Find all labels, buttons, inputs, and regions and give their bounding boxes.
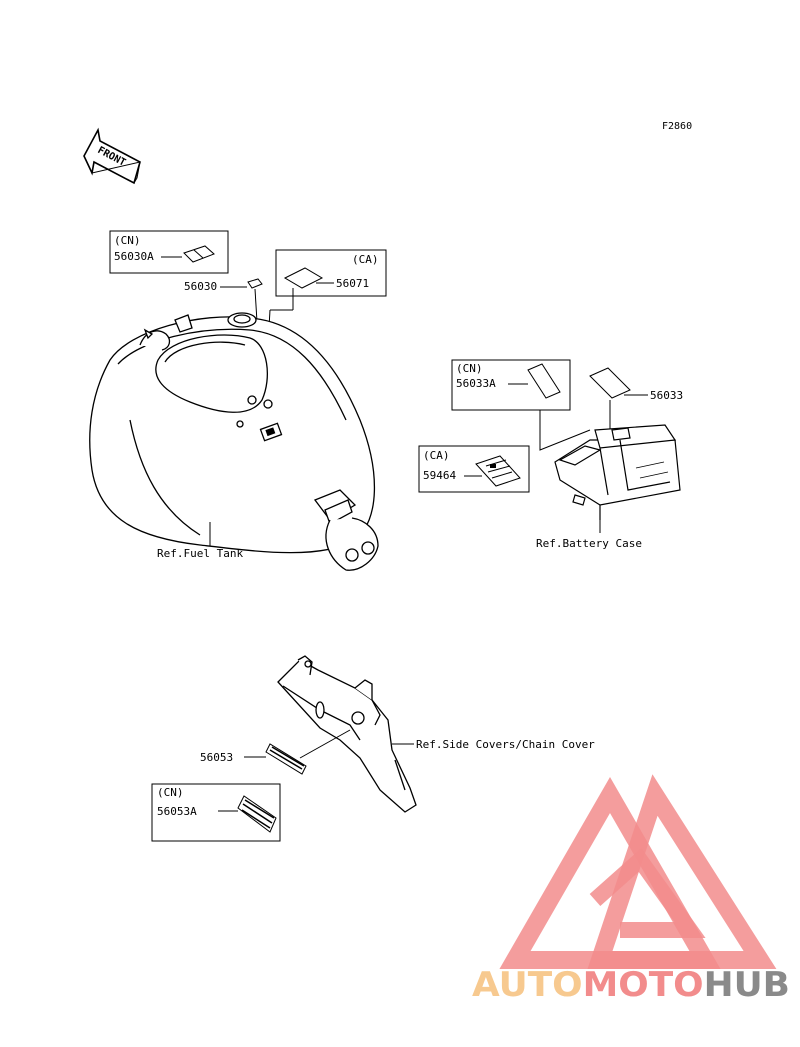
label-decal-icon <box>283 267 324 289</box>
box-cn-56053a-part: 56053A <box>157 805 197 818</box>
box-cn-56053a: (CN) 56053A <box>151 783 281 842</box>
box-ca-56071-region: (CA) <box>352 253 379 266</box>
label-decal-icon <box>475 455 521 487</box>
ref-side-covers-label: Ref.Side Covers/Chain Cover <box>416 738 595 751</box>
figure-code: F2860 <box>662 121 692 132</box>
box-cn-56030a-part: 56030A <box>114 250 154 263</box>
box-ca-56071: (CA) 56071 <box>267 249 387 346</box>
label-decal-icon <box>237 795 277 833</box>
fuel-tank-drawing <box>89 312 379 571</box>
part-56033-label: 56033 <box>650 389 683 402</box>
ref-battery-case-label: Ref.Battery Case <box>536 537 642 550</box>
box-cn-56033a: (CN) 56033A <box>451 359 591 451</box>
part-56030-label: 56030 <box>184 280 217 293</box>
box-cn-56030a: (CN) 56030A <box>109 230 229 274</box>
box-cn-56053a-region: (CN) <box>157 786 184 799</box>
box-cn-56030a-region: (CN) <box>114 234 141 247</box>
part-56053-label: 56053 <box>200 751 233 764</box>
watermark-auto: AUTO <box>472 965 583 1005</box>
ref-fuel-tank-label: Ref.Fuel Tank <box>157 547 243 560</box>
box-cn-56033a-region: (CN) <box>456 362 483 375</box>
front-arrow-icon: FRONT <box>83 127 141 185</box>
box-ca-59464: (CA) 59464 <box>418 445 530 493</box>
watermark-moto: MOTO <box>583 965 704 1005</box>
side-cover-drawing <box>277 655 417 813</box>
box-cn-56033a-part: 56033A <box>456 377 496 390</box>
box-ca-59464-part: 59464 <box>423 469 456 482</box>
watermark-hub: HUB <box>704 965 790 1005</box>
label-decal-icon <box>247 278 263 289</box>
battery-case-drawing <box>554 424 681 520</box>
label-decal-icon <box>527 363 561 399</box>
label-decal-icon <box>265 743 307 775</box>
box-ca-59464-region: (CA) <box>423 449 450 462</box>
part-56071-label: 56071 <box>336 277 369 290</box>
label-decal-icon <box>589 367 631 399</box>
